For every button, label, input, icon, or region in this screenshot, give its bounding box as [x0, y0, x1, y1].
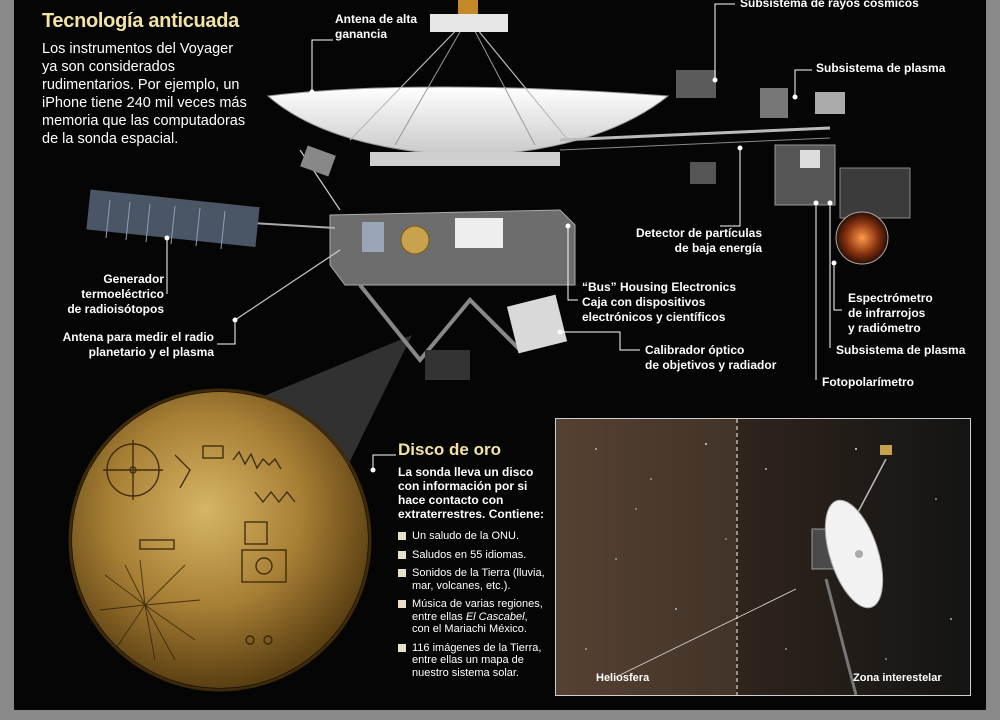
label-line: Detector de partículas [635, 226, 762, 240]
bus-housing [329, 209, 576, 286]
bullet-square-icon [398, 550, 406, 559]
list-item-text: Un saludo de la ONU. [412, 530, 519, 542]
label-line: de infrarrojos [848, 306, 926, 320]
optical-calibrator [506, 294, 568, 354]
gold-disc-contents-list: Un saludo de la ONU. Saludos en 55 idiom… [398, 530, 548, 685]
label-photopolarimeter: Fotopolarímetro [822, 375, 914, 389]
label-line: de radioisótopos [67, 302, 164, 316]
golden-record [72, 392, 368, 688]
list-item-text: 116 imágenes de la Tierra, entre ellas u… [412, 641, 542, 679]
infrared-spectrometer [835, 211, 889, 265]
bottom-border [0, 710, 1000, 720]
label-line: Calibrador óptico [645, 343, 745, 357]
bullet-square-icon [398, 532, 406, 540]
voyager-miniature [811, 445, 892, 695]
label-line: Espectrómetro [848, 291, 933, 305]
inset-illustration [556, 419, 970, 695]
label-line: Generador [103, 272, 164, 286]
label-line: planetario y el plasma [88, 345, 214, 359]
label-line: de baja energía [674, 241, 762, 255]
label-cosmic-ray-subsystem: Subsistema de rayos cósmicos [740, 0, 919, 10]
label-low-energy-particle-detector: Detector de partículas de baja energía [590, 226, 762, 256]
label-line: Antena de alta [335, 12, 418, 26]
label-interstellar-zone: Zona interestelar [853, 672, 942, 684]
label-optical-calibrator: Calibrador óptico de objetivos y radiado… [645, 343, 776, 373]
gold-disc-title: Disco de oro [398, 440, 501, 459]
list-item: Música de varias regiones, entre ellas E… [398, 598, 548, 636]
right-border [986, 0, 1000, 720]
bullet-square-icon [398, 569, 406, 577]
label-plasma-subsystem-bottom: Subsistema de plasma [836, 343, 966, 357]
label-line: de objetivos y radiador [645, 358, 777, 372]
list-item-text: , con el Mariachi México. [412, 610, 528, 636]
label-line: Antena para medir el radio [62, 330, 214, 344]
label-planetary-radio-antenna: Antena para medir el radio planetario y … [30, 330, 214, 360]
intro-text: Los instrumentos del Voyager ya son cons… [42, 41, 247, 147]
rtg-generator [86, 189, 260, 248]
list-item-text: Música de varias regiones, entre ellas [412, 598, 543, 623]
list-item: Un saludo de la ONU. [398, 530, 548, 543]
list-item: Sonidos de la Tierra (lluvia, mar, volca… [398, 567, 548, 592]
song-title: El Cascabel [465, 610, 525, 623]
label-line: y radiómetro [848, 321, 921, 335]
label-rtg: Generador termoeléctrico de radioisótopo… [40, 272, 164, 317]
label-high-gain-antenna: Antena de alta ganancia [335, 12, 417, 42]
high-gain-antenna [266, 86, 670, 157]
list-item-text: Sonidos de la Tierra (lluvia, mar, volca… [412, 567, 545, 592]
label-line: electrónicos y científicos [582, 310, 726, 324]
list-item: Saludos en 55 idiomas. [398, 549, 548, 562]
left-border [0, 0, 14, 720]
label-line: ganancia [335, 27, 388, 41]
bullet-square-icon [398, 600, 406, 608]
label-line: Caja con dispositivos [582, 295, 706, 309]
bullet-square-icon [398, 643, 406, 652]
list-item: 116 imágenes de la Tierra, entre ellas u… [398, 642, 548, 680]
label-infrared-spectrometer: Espectrómetro de infrarrojos y radiómetr… [848, 291, 933, 336]
label-line: “Bus” Housing Electronics [582, 280, 737, 294]
label-line: termoeléctrico [81, 287, 164, 301]
label-bus-housing: “Bus” Housing Electronics Caja con dispo… [582, 280, 736, 325]
gold-disc-intro: La sonda lleva un disco con información … [398, 465, 545, 521]
label-heliosphere: Heliosfera [596, 672, 650, 684]
list-item-text: Saludos en 55 idiomas. [412, 548, 527, 561]
heliosphere-inset [555, 418, 971, 696]
infographic-title: Tecnología anticuada [42, 10, 239, 32]
label-plasma-subsystem-top: Subsistema de plasma [816, 61, 946, 75]
